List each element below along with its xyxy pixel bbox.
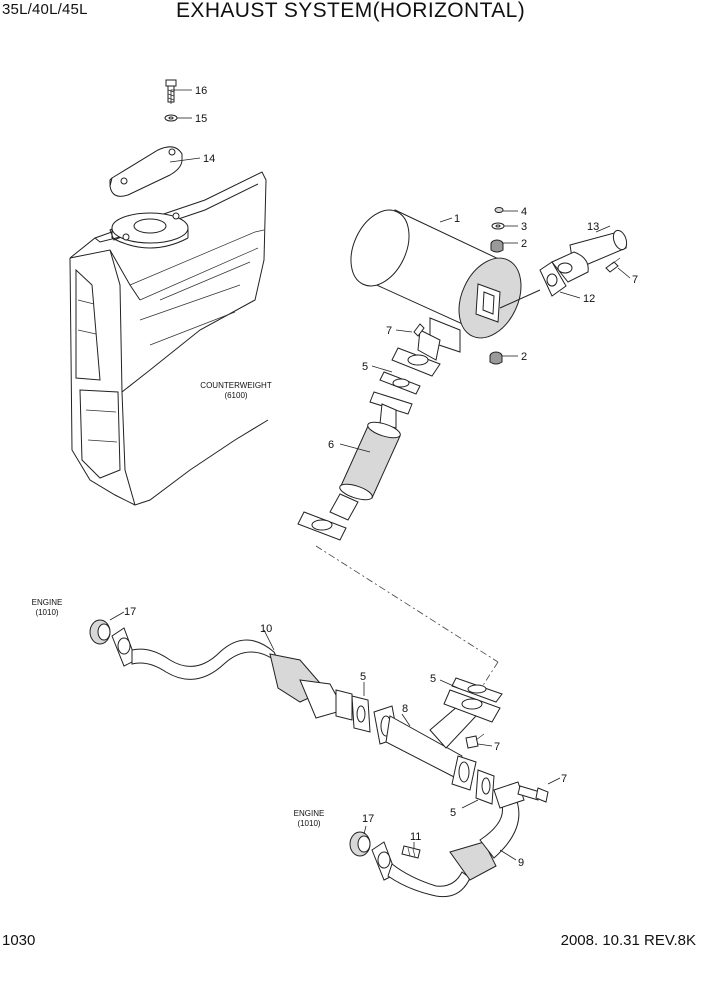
callout-9: 9 [518, 857, 524, 869]
bolt-tail [605, 257, 621, 273]
callout-2-bottom: 2 [521, 351, 527, 363]
tail-pipe [551, 229, 628, 283]
revision-date: 2008. 10.31 REV.8K [560, 932, 696, 949]
engine-seal-upper [89, 619, 111, 645]
annotations: COUNTERWEIGHT (6100) ENGINE (1010) ENGIN… [32, 381, 325, 828]
callout-5-muffler: 5 [362, 361, 368, 373]
rear-pipe [371, 781, 525, 898]
muffler [350, 209, 541, 353]
stud-bolt [401, 845, 421, 859]
mount-rubber-bottom [489, 351, 503, 365]
intermediate-pipe [297, 391, 413, 541]
callout-14: 14 [203, 153, 215, 165]
mount-rubber-top [490, 239, 504, 253]
callout-5-y-bottom: 5 [450, 807, 456, 819]
callout-6: 6 [328, 439, 334, 451]
counterweight-label: COUNTERWEIGHT [200, 381, 272, 390]
callout-11: 11 [410, 831, 421, 843]
counterweight-ref: (6100) [224, 391, 247, 400]
callout-5-y-top: 5 [430, 673, 436, 685]
gasket-muffler [379, 371, 421, 395]
engine-seal-lower [349, 831, 371, 857]
engine-lower-ref: (1010) [297, 819, 320, 828]
model-label: 35L/40L/45L [2, 1, 88, 18]
callout-10: 10 [260, 623, 272, 635]
callout-7-muffler: 7 [386, 325, 392, 337]
engine-upper-ref: (1010) [35, 608, 58, 617]
callout-16: 16 [195, 85, 207, 97]
callout-12: 12 [583, 293, 595, 305]
bolt-rear [517, 785, 549, 803]
callout-15: 15 [195, 113, 207, 125]
gasket-y-top [451, 677, 503, 703]
callout-7-y-pipe: 7 [494, 741, 500, 753]
callout-17-lower: 17 [362, 813, 374, 825]
callout-4: 4 [521, 206, 527, 218]
bolt-y-pipe [465, 733, 485, 749]
callout-8: 8 [402, 703, 408, 715]
gasket-y-bottom [475, 769, 495, 805]
callout-17-upper: 17 [124, 606, 136, 618]
front-pipe [111, 627, 353, 721]
callout-7-tail: 7 [632, 274, 638, 286]
callout-numbers: 16 15 14 1 4 3 2 2 13 7 12 7 5 6 17 10 5… [124, 85, 638, 869]
callout-2-top: 2 [521, 238, 527, 250]
callout-5-front: 5 [360, 671, 366, 683]
callout-3: 3 [521, 221, 527, 233]
counterweight-body [69, 171, 269, 506]
page-number: 1030 [2, 932, 36, 949]
leader-lines [109, 89, 631, 861]
engine-lower-label: ENGINE [294, 809, 325, 818]
flat-washer [491, 222, 505, 230]
y-pipe [373, 689, 501, 791]
engine-upper-label: ENGINE [32, 598, 63, 607]
page-header: 35L/40L/45L EXHAUST SYSTEM(HORIZONTAL) [0, 0, 702, 26]
callout-7-rear: 7 [561, 773, 567, 785]
page-title: EXHAUST SYSTEM(HORIZONTAL) [176, 0, 526, 22]
gasket-front [351, 695, 371, 733]
cover-plate [109, 146, 183, 197]
washer [164, 114, 178, 122]
muffler-flange [391, 323, 441, 377]
gasket-tail [539, 261, 567, 297]
callout-1: 1 [454, 213, 460, 225]
callout-13: 13 [587, 221, 599, 233]
nut [494, 207, 504, 213]
